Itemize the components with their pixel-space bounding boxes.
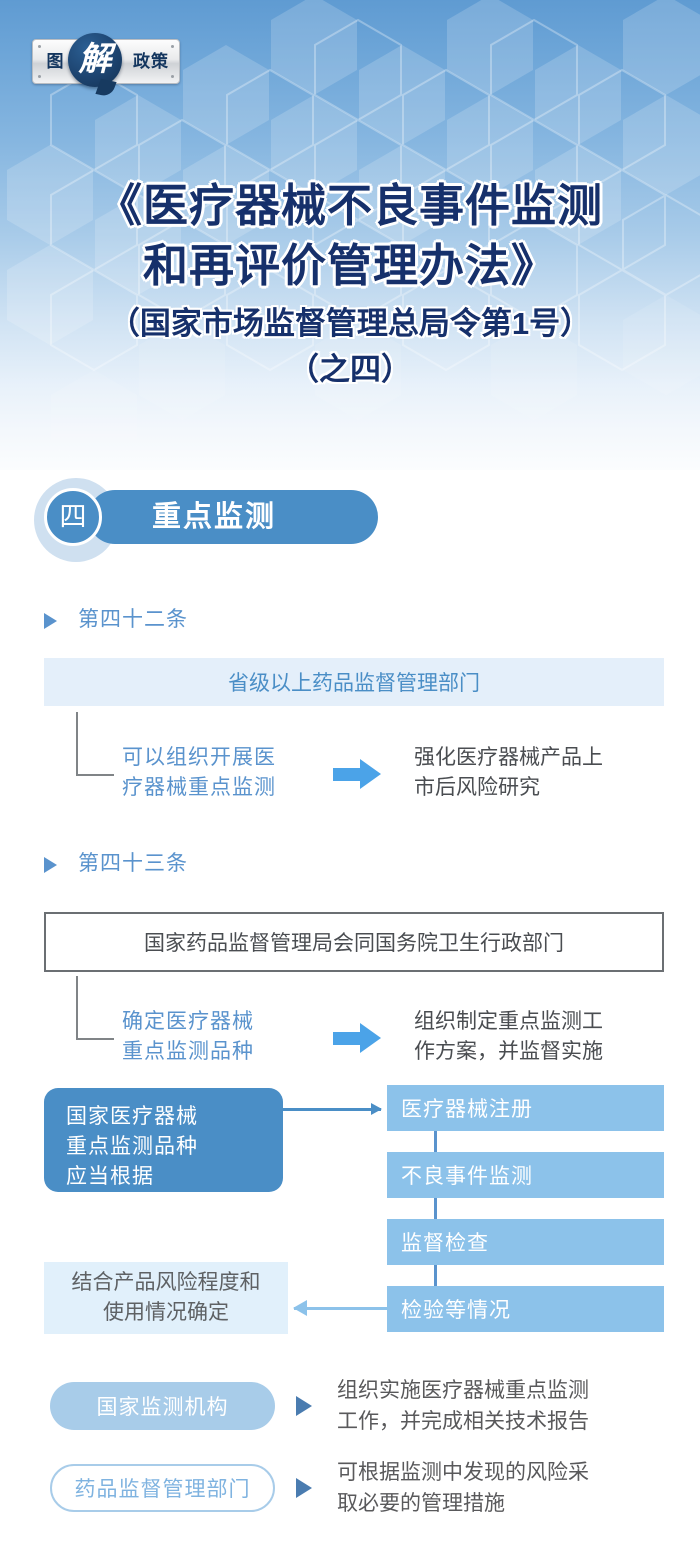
duty-actor-1: 药品监督管理部门 <box>50 1464 275 1512</box>
article-43-box: 国家药品监督管理局会同国务院卫生行政部门 <box>44 912 664 972</box>
screw-icon <box>38 75 41 78</box>
card-line1: 国家医疗器械 <box>66 1105 198 1128</box>
article-42-action: 可以组织开展医 疗器械重点监测 <box>122 743 342 803</box>
duty-text-1: 可根据监测中发现的风险采 取必要的管理措施 <box>337 1457 677 1519</box>
arrow-card-to-list-icon <box>283 1103 382 1115</box>
screw-icon <box>171 45 174 48</box>
conclusion-box: 结合产品风险程度和 使用情况确定 <box>44 1262 288 1334</box>
vertical-connector <box>434 1265 437 1286</box>
article-42-result-line2: 市后风险研究 <box>414 776 540 799</box>
triangle-bullet-icon <box>44 857 57 873</box>
article-42-action-line2: 疗器械重点监测 <box>122 776 276 799</box>
page-title-line2: 和再评价管理办法》 <box>142 240 557 291</box>
conclusion-line1: 结合产品风险程度和 <box>71 1271 261 1294</box>
article-42-action-line1: 可以组织开展医 <box>122 746 276 769</box>
duty-text-line2: 取必要的管理措施 <box>337 1492 505 1515</box>
triangle-bullet-icon <box>296 1396 312 1416</box>
monitoring-basis-card: 国家医疗器械 重点监测品种 应当根据 <box>44 1088 283 1192</box>
basis-item-0: 医疗器械注册 <box>387 1085 664 1131</box>
basis-item-2: 监督检查 <box>387 1219 664 1265</box>
arrow-right-icon <box>333 1023 381 1053</box>
section-title: 重点监测 <box>152 501 277 533</box>
speech-bubble-icon: 解 <box>68 33 122 87</box>
article-42-result: 强化医疗器械产品上 市后风险研究 <box>414 743 674 803</box>
basis-item-1: 不良事件监测 <box>387 1152 664 1198</box>
arrow-list-to-conclusion-icon <box>293 1300 387 1316</box>
article-43-action-line2: 重点监测品种 <box>122 1040 254 1063</box>
article-43-result-line2: 作方案，并监督实施 <box>414 1040 603 1063</box>
logo-char-bubble: 解 <box>78 42 112 78</box>
article-43-box-text: 国家药品监督管理局会同国务院卫生行政部门 <box>144 932 564 955</box>
triangle-bullet-icon <box>44 613 57 629</box>
section-number: 四 <box>59 502 87 532</box>
title-block: 《医疗器械不良事件监测 和再评价管理办法》 （国家市场监督管理总局令第1号） （… <box>0 176 700 392</box>
vertical-connector <box>434 1131 437 1152</box>
screw-icon <box>171 75 174 78</box>
conclusion-line2: 使用情况确定 <box>103 1301 229 1324</box>
vertical-connector <box>434 1198 437 1219</box>
duty-text-line2: 工作，并完成相关技术报告 <box>337 1410 589 1433</box>
duty-actor-label: 国家监测机构 <box>96 1396 229 1419</box>
article-43-result: 组织制定重点监测工 作方案，并监督实施 <box>414 1007 674 1067</box>
duty-actor-label: 药品监督管理部门 <box>74 1478 251 1501</box>
page-title-line1: 《医疗器械不良事件监测 <box>96 180 603 231</box>
basis-item-text: 检验等情况 <box>401 1299 511 1322</box>
section-number-badge: 四 <box>44 488 102 546</box>
screw-icon <box>38 45 41 48</box>
logo-char-left: 图 <box>46 52 64 71</box>
connector-elbow <box>76 976 114 1040</box>
basis-item-text: 医疗器械注册 <box>401 1098 533 1121</box>
duty-text-line1: 组织实施医疗器械重点监测 <box>337 1379 589 1402</box>
connector-elbow <box>76 712 114 776</box>
article-43-action-line1: 确定医疗器械 <box>122 1010 254 1033</box>
duty-actor-0: 国家监测机构 <box>50 1382 275 1430</box>
article-43-label: 第四十三条 <box>78 852 188 875</box>
article-42-result-line1: 强化医疗器械产品上 <box>414 746 603 769</box>
triangle-bullet-icon <box>296 1478 312 1498</box>
duty-text-line1: 可根据监测中发现的风险采 <box>337 1461 589 1484</box>
page-subtitle-part: （之四） <box>288 352 412 387</box>
card-line3: 应当根据 <box>66 1165 154 1188</box>
section-header: 四 重点监测 <box>34 472 378 564</box>
duty-text-0: 组织实施医疗器械重点监测 工作，并完成相关技术报告 <box>337 1375 677 1437</box>
hero-header: 图 解 政策 《医疗器械不良事件监测 和再评价管理办法》 （国家市场监督管理总局… <box>0 0 700 470</box>
card-line2: 重点监测品种 <box>66 1135 198 1158</box>
page-subtitle: （国家市场监督管理总局令第1号） <box>108 306 592 341</box>
article-43-result-line1: 组织制定重点监测工 <box>414 1010 603 1033</box>
article-42-banner: 省级以上药品监督管理部门 <box>44 658 664 706</box>
logo-chars-right: 政策 <box>133 52 169 71</box>
basis-item-text: 监督检查 <box>401 1232 489 1255</box>
article-43-action: 确定医疗器械 重点监测品种 <box>122 1007 332 1067</box>
basis-item-text: 不良事件监测 <box>401 1165 533 1188</box>
basis-item-3: 检验等情况 <box>387 1286 664 1332</box>
arrow-right-icon <box>333 759 381 789</box>
article-42-label: 第四十二条 <box>78 608 188 631</box>
logo-badge: 图 解 政策 <box>32 33 180 90</box>
article-42-banner-text: 省级以上药品监督管理部门 <box>228 672 480 695</box>
section-pill <box>88 490 378 544</box>
